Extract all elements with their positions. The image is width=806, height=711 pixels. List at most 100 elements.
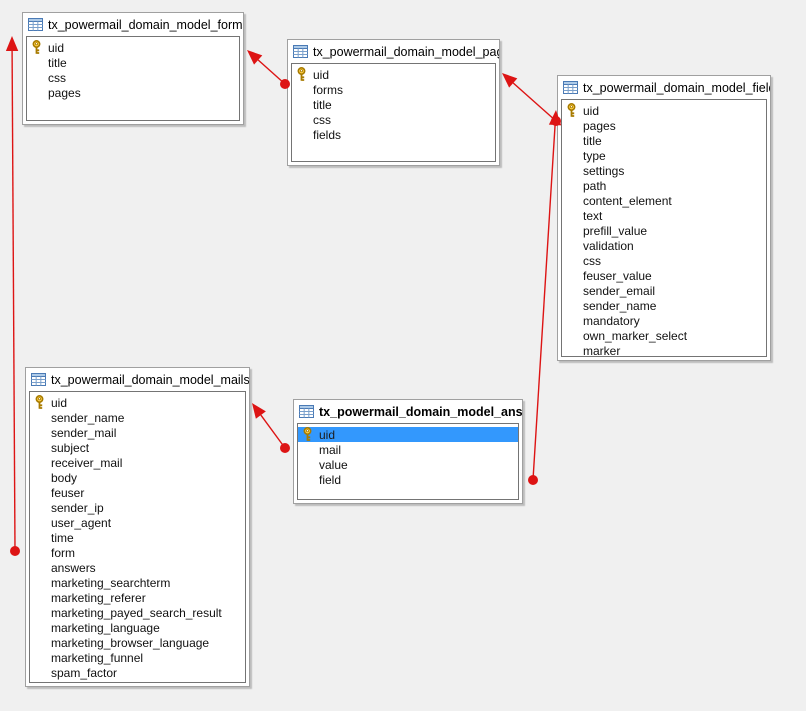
- field-row-pages-css[interactable]: css: [292, 112, 495, 127]
- field-row-mails-marketing_language[interactable]: marketing_language: [30, 620, 245, 635]
- field-row-mails-marketing_browser_language[interactable]: marketing_browser_language: [30, 635, 245, 650]
- field-row-fields-feuser_value[interactable]: feuser_value: [562, 268, 766, 283]
- field-row-mails-sender_ip[interactable]: sender_ip: [30, 500, 245, 515]
- connector-line: [260, 414, 286, 449]
- field-row-fields-prefill_value[interactable]: prefill_value: [562, 223, 766, 238]
- field-row-fields-content_element[interactable]: content_element: [562, 193, 766, 208]
- connector-pages-forms[interactable]: [247, 50, 290, 89]
- field-row-mails-form[interactable]: form: [30, 545, 245, 560]
- table-header-answers[interactable]: tx_powermail_domain_model_answers: [294, 400, 522, 423]
- field-row-fields-text[interactable]: text: [562, 208, 766, 223]
- field-name: marker: [583, 343, 621, 357]
- field-name: feuser_value: [583, 268, 652, 283]
- field-name: pages: [48, 85, 81, 100]
- field-row-mails-user_agent[interactable]: user_agent: [30, 515, 245, 530]
- table-answers[interactable]: tx_powermail_domain_model_answersuidmail…: [293, 399, 523, 504]
- field-row-fields-uid[interactable]: uid: [562, 103, 766, 118]
- field-row-pages-title[interactable]: title: [292, 97, 495, 112]
- field-row-forms-css[interactable]: css: [27, 70, 239, 85]
- field-row-mails-feuser[interactable]: feuser: [30, 485, 245, 500]
- table-header-fields[interactable]: tx_powermail_domain_model_fields: [558, 76, 770, 99]
- connector-mails-forms[interactable]: [5, 36, 20, 556]
- field-row-fields-settings[interactable]: settings: [562, 163, 766, 178]
- field-row-forms-title[interactable]: title: [27, 55, 239, 70]
- field-row-forms-pages[interactable]: pages: [27, 85, 239, 100]
- field-row-mails-spam_factor[interactable]: spam_factor: [30, 665, 245, 680]
- field-name: answers: [51, 560, 96, 575]
- connector-answers-mails[interactable]: [252, 403, 290, 453]
- field-name: uid: [51, 395, 68, 410]
- field-row-fields-validation[interactable]: validation: [562, 238, 766, 253]
- field-name: field: [319, 472, 342, 487]
- field-name: value: [319, 457, 348, 472]
- endpoint-dot-icon: [280, 443, 290, 453]
- field-name: title: [583, 133, 602, 148]
- field-name: fields: [313, 127, 342, 142]
- field-row-pages-fields[interactable]: fields: [292, 127, 495, 142]
- field-name: user_agent: [51, 515, 112, 530]
- field-row-mails-sender_mail[interactable]: sender_mail: [30, 425, 245, 440]
- field-row-mails-sender_name[interactable]: sender_name: [30, 410, 245, 425]
- field-row-answers-field[interactable]: field: [298, 472, 518, 487]
- field-row-fields-mandatory[interactable]: mandatory: [562, 313, 766, 328]
- field-name: title: [48, 55, 67, 70]
- field-name: sender_name: [51, 410, 125, 425]
- endpoint-dot-icon: [10, 546, 20, 556]
- table-header-mails[interactable]: tx_powermail_domain_model_mails: [26, 368, 249, 391]
- field-name: spam_factor: [51, 665, 118, 680]
- field-row-forms-uid[interactable]: uid: [27, 40, 239, 55]
- table-title: tx_powermail_domain_model_forms: [48, 17, 243, 32]
- field-name: mail: [319, 442, 342, 457]
- field-row-pages-forms[interactable]: forms: [292, 82, 495, 97]
- connector-line: [532, 124, 556, 481]
- field-row-fields-sender_email[interactable]: sender_email: [562, 283, 766, 298]
- field-row-mails-answers[interactable]: answers: [30, 560, 245, 575]
- field-name: marketing_referer: [51, 590, 146, 605]
- table-header-forms[interactable]: tx_powermail_domain_model_forms: [23, 13, 243, 36]
- table-grid-icon: [299, 405, 314, 418]
- connector-fields-pages[interactable]: [502, 73, 561, 126]
- arrowhead-icon: [502, 73, 518, 88]
- arrowhead-icon: [252, 403, 266, 419]
- field-row-mails-uid[interactable]: uid: [30, 395, 245, 410]
- field-row-fields-title[interactable]: title: [562, 133, 766, 148]
- field-row-fields-path[interactable]: path: [562, 178, 766, 193]
- field-row-mails-receiver_mail[interactable]: receiver_mail: [30, 455, 245, 470]
- field-row-mails-marketing_searchterm[interactable]: marketing_searchterm: [30, 575, 245, 590]
- field-name: sender_mail: [51, 425, 117, 440]
- field-row-pages-uid[interactable]: uid: [292, 67, 495, 82]
- table-grid-icon: [31, 373, 46, 386]
- field-row-fields-type[interactable]: type: [562, 148, 766, 163]
- field-name: validation: [583, 238, 634, 253]
- field-row-fields-pages[interactable]: pages: [562, 118, 766, 133]
- table-header-pages[interactable]: tx_powermail_domain_model_pages: [288, 40, 499, 63]
- field-row-fields-css[interactable]: css: [562, 253, 766, 268]
- field-row-mails-marketing_payed_search_result[interactable]: marketing_payed_search_result: [30, 605, 245, 620]
- table-title: tx_powermail_domain_model_pages: [313, 44, 499, 59]
- primary-key-icon: [31, 40, 46, 55]
- field-row-mails-subject[interactable]: subject: [30, 440, 245, 455]
- field-row-fields-marker[interactable]: marker: [562, 343, 766, 357]
- field-row-fields-own_marker_select[interactable]: own_marker_select: [562, 328, 766, 343]
- field-row-mails-time[interactable]: time: [30, 530, 245, 545]
- field-row-answers-value[interactable]: value: [298, 457, 518, 472]
- field-row-fields-sender_name[interactable]: sender_name: [562, 298, 766, 313]
- field-row-answers-uid[interactable]: uid: [298, 427, 518, 442]
- primary-key-icon: [34, 395, 49, 410]
- field-name: forms: [313, 82, 343, 97]
- field-row-answers-mail[interactable]: mail: [298, 442, 518, 457]
- field-name: feuser: [51, 485, 85, 500]
- field-row-mails-body[interactable]: body: [30, 470, 245, 485]
- connector-line: [257, 59, 286, 85]
- field-row-mails-marketing_referer[interactable]: marketing_referer: [30, 590, 245, 605]
- field-name: type: [583, 148, 606, 163]
- field-row-mails-marketing_funnel[interactable]: marketing_funnel: [30, 650, 245, 665]
